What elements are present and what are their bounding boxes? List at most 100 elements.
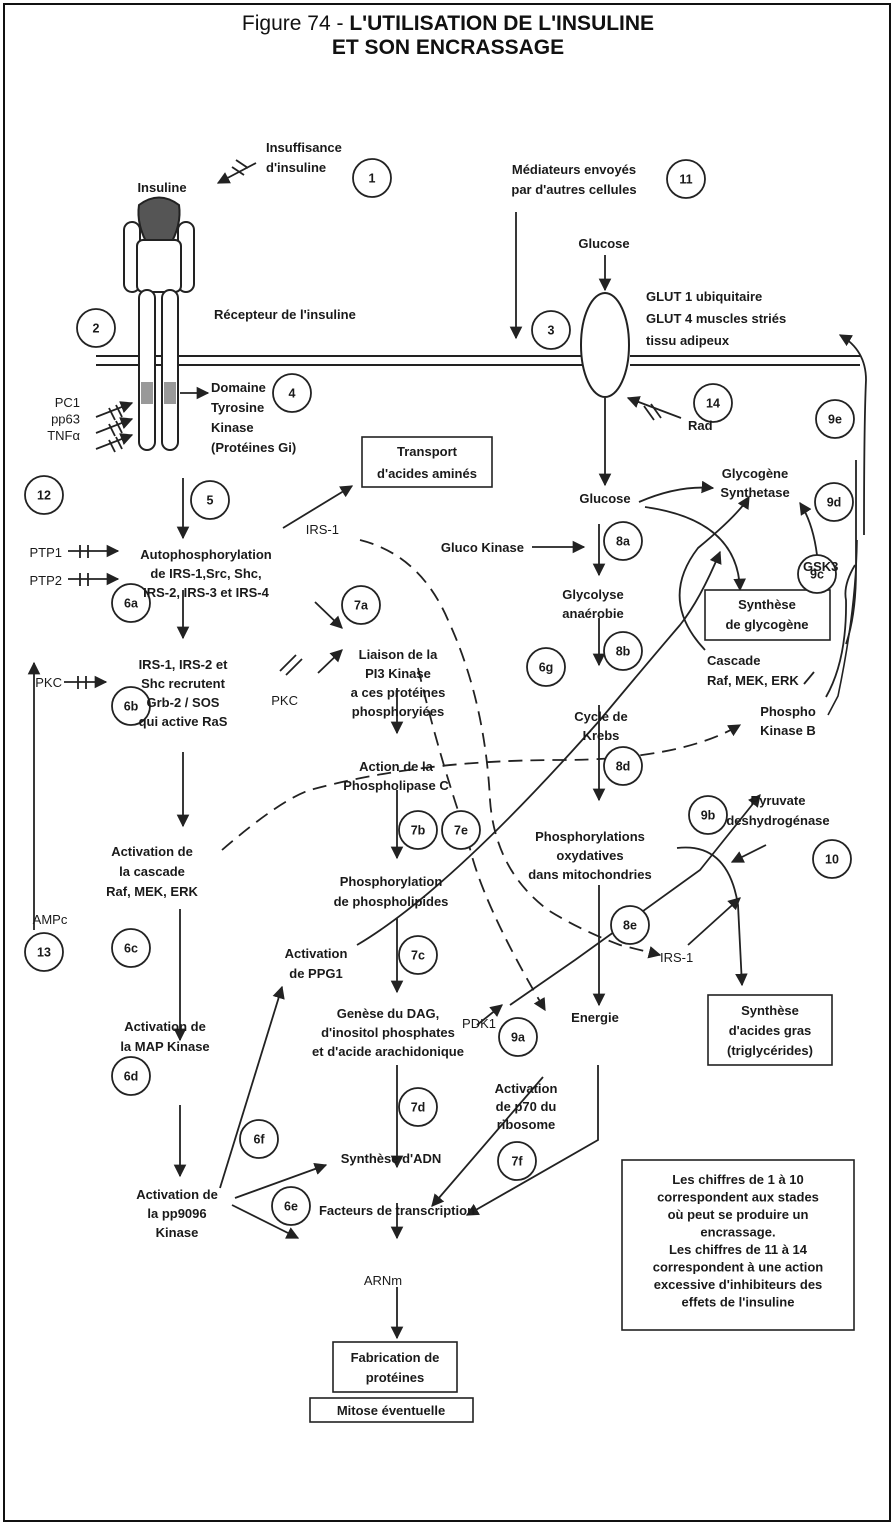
label-activation-p70-line: Activation <box>495 1081 558 1096</box>
stage-circle-7a: 7a <box>341 585 381 625</box>
box-synthese-acides <box>707 994 833 1066</box>
box-text-line: encrassage. <box>700 1225 775 1240</box>
label-phospho-kinase-b-line: Phospho <box>760 704 816 719</box>
label-domaine-line: Domaine <box>211 380 266 395</box>
label-energie-line: Energie <box>571 1010 619 1025</box>
label-facteurs-line: Facteurs de transcription <box>319 1203 475 1218</box>
box-note <box>621 1159 855 1331</box>
stage-circle-10: 10 <box>812 839 852 879</box>
label-cycle-krebs-line: Krebs <box>583 728 620 743</box>
stage-number-6c: 6c <box>124 942 138 956</box>
stage-number-12: 12 <box>37 489 51 503</box>
stage-number-9d: 9d <box>827 496 842 510</box>
label-irs1-top-line: IRS-1 <box>306 522 339 537</box>
box-text-line: d'acides gras <box>729 1023 812 1038</box>
label-activation-cascade-line: Activation de <box>111 844 193 859</box>
stage-number-3: 3 <box>548 324 555 338</box>
box-synthese-glycogene <box>704 589 831 641</box>
insulin-receptor <box>123 196 195 451</box>
label-glut-line: GLUT 1 ubiquitaire <box>646 289 762 304</box>
label-glucose-in: Glucose <box>579 491 630 506</box>
box-text-note: Les chiffres de 1 à 10 correspondent aux … <box>653 1172 824 1310</box>
label-ampc-line: AMPc <box>33 912 68 927</box>
stage-circle-9a: 9a <box>498 1017 538 1057</box>
label-autophos-line: de IRS-1,Src, Shc, <box>150 566 261 581</box>
label-synthese-adn-line: Synthèse d'ADN <box>341 1151 442 1166</box>
stage-circle-7f: 7f <box>497 1141 537 1181</box>
stage-circle-7c: 7c <box>398 935 438 975</box>
label-activation-p70-line: de p70 du <box>496 1099 557 1114</box>
label-liaison-line: PI3 Kinase <box>365 666 431 681</box>
label-activation-map-line: Activation de <box>124 1019 206 1034</box>
label-insuline: Insuline <box>137 180 186 195</box>
label-activation-ppg1-line: de PPG1 <box>289 966 342 981</box>
box-text-line: Les chiffres de 11 à 14 <box>669 1242 808 1257</box>
label-activation-map: Activation de la MAP Kinase <box>120 1019 209 1054</box>
label-energie: Energie <box>571 1010 619 1025</box>
label-phosphorylation-pl-line: Phosphorylation <box>340 874 443 889</box>
box-text-line: Les chiffres de 1 à 10 <box>672 1172 804 1187</box>
label-activation-pp9096-line: la pp9096 <box>147 1206 206 1221</box>
label-activation-pp9096-line: Activation de <box>136 1187 218 1202</box>
label-activation-map-line: la MAP Kinase <box>120 1039 209 1054</box>
label-glycogene-synth-line: Synthetase <box>720 485 789 500</box>
stage-number-14: 14 <box>706 397 720 411</box>
box-text-fabrication: Fabrication de protéines <box>351 1350 440 1385</box>
label-phospho-kinase-b-line: Kinase B <box>760 723 816 738</box>
label-phosphorylation-pl-line: de phospholipides <box>334 894 449 909</box>
label-glycolyse-line: anaérobie <box>562 606 623 621</box>
label-action-phospholipase-line: Phospholipase C <box>343 778 449 793</box>
box-text-line: correspondent à une action <box>653 1260 824 1275</box>
label-gluco-kinase-line: Gluco Kinase <box>441 540 524 555</box>
label-phosphorylation-pl: Phosphorylation de phospholipides <box>334 874 449 909</box>
stage-number-7f: 7f <box>511 1155 523 1169</box>
stage-number-6g: 6g <box>539 661 554 675</box>
label-genese-line: et d'acide arachidonique <box>312 1044 464 1059</box>
label-liaison-line: a ces protéines <box>351 685 446 700</box>
stage-circle-9d: 9d <box>814 482 854 522</box>
stage-circle-9b: 9b <box>688 795 728 835</box>
box-text-mitose: Mitose éventuelle <box>337 1403 445 1418</box>
label-glucose-in-line: Glucose <box>579 491 630 506</box>
stage-circle-13: 13 <box>24 932 64 972</box>
stage-circle-9c: 9c <box>797 554 837 594</box>
box-text-line: correspondent aux stades <box>657 1190 819 1205</box>
label-ampc: AMPc <box>33 912 68 927</box>
label-gluco-kinase: Gluco Kinase <box>441 540 524 555</box>
box-text-line: Fabrication de <box>351 1350 440 1365</box>
label-insuline-line: Insuline <box>137 180 186 195</box>
stage-number-9b: 9b <box>701 809 716 823</box>
label-glycogene-synth-line: Glycogène <box>722 466 788 481</box>
stage-circle-7b: 7b <box>398 810 438 850</box>
stage-circle-8b: 8b <box>603 631 643 671</box>
label-activation-cascade-line: la cascade <box>119 864 185 879</box>
label-action-phospholipase-line: Action de la <box>359 759 433 774</box>
stage-number-6a: 6a <box>124 597 139 611</box>
stage-number-6e: 6e <box>284 1200 298 1214</box>
label-autophos-line: IRS-2, IRS-3 et IRS-4 <box>143 585 269 600</box>
stage-circle-6f: 6f <box>239 1119 279 1159</box>
box-text-line: de glycogène <box>725 617 808 632</box>
stage-number-10: 10 <box>825 853 839 867</box>
box-text-line: protéines <box>366 1370 425 1385</box>
label-irs1-right: IRS-1 <box>660 950 693 965</box>
label-insuffisance-line: d'insuline <box>266 160 326 175</box>
title-prefix: Figure 74 - <box>241 12 350 35</box>
stage-number-2: 2 <box>93 322 100 336</box>
label-irs-recrutent-line: Shc recrutent <box>141 676 225 691</box>
label-action-phospholipase: Action de la Phospholipase C <box>343 759 449 793</box>
